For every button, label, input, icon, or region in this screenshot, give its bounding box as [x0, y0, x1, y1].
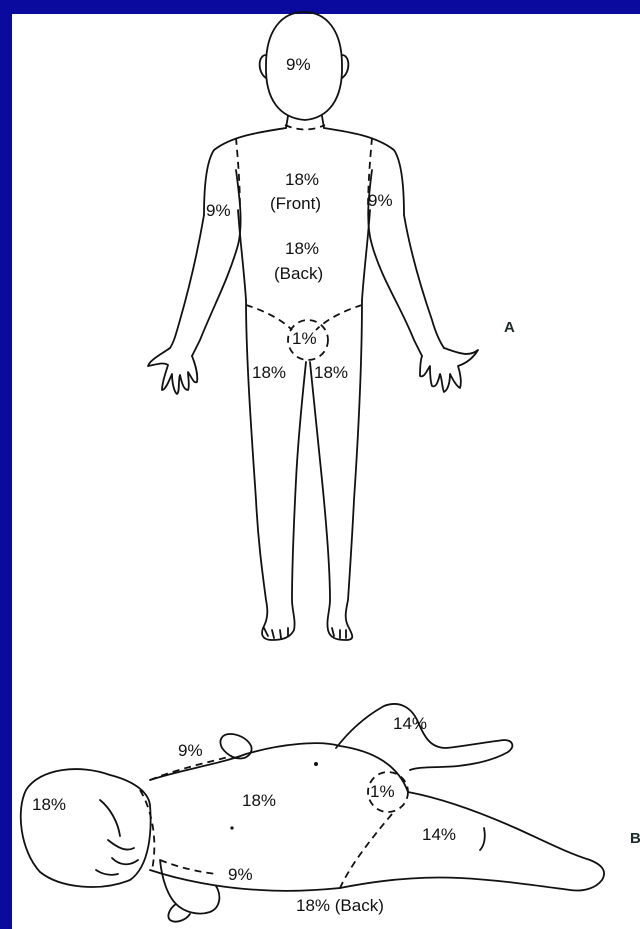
adult-genital-label: 1%: [292, 329, 317, 348]
adult-figure: 9% 18% (Front) 18% (Back) 9% 9% 1% 18% 1…: [148, 12, 515, 640]
infant-upper-hand: [220, 734, 251, 759]
figure-b-letter: B: [630, 830, 640, 847]
adult-leg-right: [246, 300, 306, 640]
infant-lower-leg-label: 14%: [422, 825, 456, 844]
infant-neck-boundary: [140, 790, 154, 870]
adult-trunk-back-value: 18%: [285, 239, 319, 258]
infant-lower-arm: [160, 860, 219, 914]
infant-trunk-label: 18%: [242, 791, 276, 810]
figure-a-letter: A: [504, 319, 515, 336]
infant-lower-arm-boundary: [160, 860, 216, 874]
adult-leg-right-label: 18%: [252, 363, 286, 382]
infant-figure: 18% 9% 18% 1% 14% 14% 9% 18% (Back) B: [21, 704, 640, 922]
infant-upper-leg-label: 14%: [393, 714, 427, 733]
adult-trunk-back-note: (Back): [274, 264, 323, 283]
adult-leg-left-label: 18%: [314, 363, 348, 382]
adult-trunk-front-note: (Front): [270, 194, 321, 213]
infant-genital-label: 1%: [370, 782, 395, 801]
adult-leg-left: [310, 300, 362, 640]
infant-leg-boundary: [340, 814, 392, 888]
infant-lower-arm-label: 9%: [228, 865, 253, 884]
infant-back-label: 18% (Back): [296, 896, 384, 915]
infant-head: [21, 769, 151, 887]
adult-arm-right-label: 9%: [206, 201, 231, 220]
adult-arm-right: [170, 170, 241, 356]
adult-neck-boundary: [285, 125, 325, 130]
infant-lower-leg: [340, 792, 604, 891]
adult-trunk-front-value: 18%: [285, 170, 319, 189]
adult-hand-right: [148, 348, 197, 394]
adult-groin-boundary: [246, 305, 362, 330]
infant-upper-arm-label: 9%: [178, 741, 203, 760]
infant-head-label: 18%: [32, 795, 66, 814]
adult-head-label: 9%: [286, 55, 311, 74]
adult-arm-left-label: 9%: [368, 191, 393, 210]
adult-hand-left: [420, 348, 478, 392]
